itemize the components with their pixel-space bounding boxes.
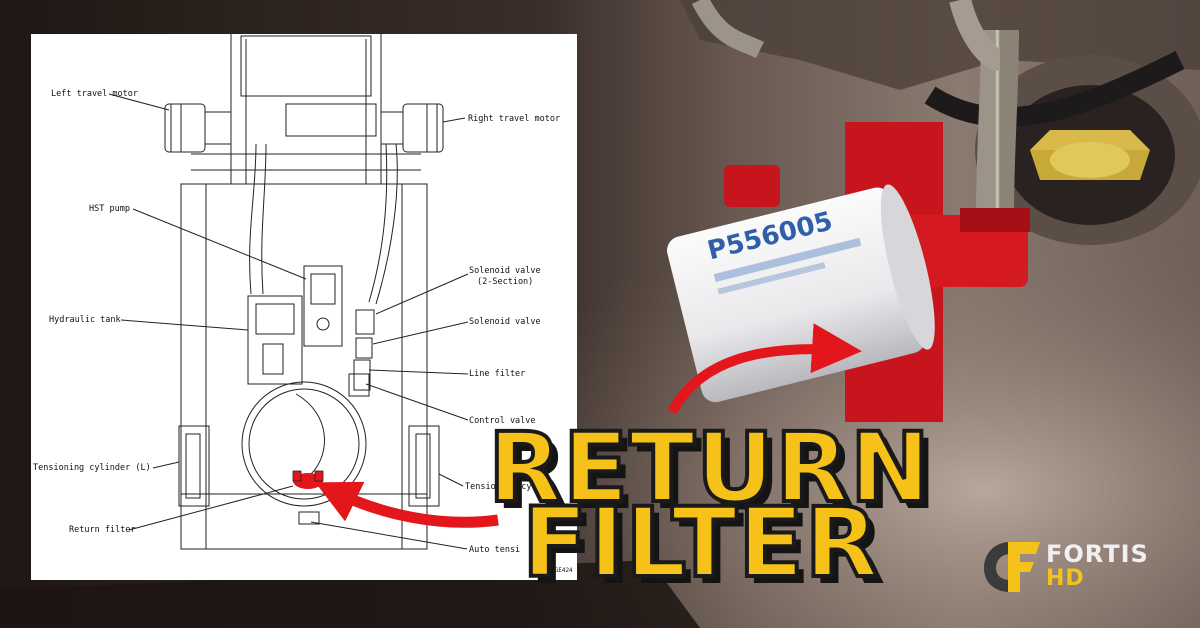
left-travel-motor	[164, 103, 232, 153]
line-filter	[353, 359, 371, 391]
label-control-valve: Control valve	[469, 416, 536, 426]
label-right-travel-motor: Right travel motor	[468, 114, 560, 124]
hst-pump	[303, 265, 343, 347]
auto-tensioner	[298, 511, 320, 525]
label-tensioning-cylinder-right: Tensioning cylind	[465, 482, 552, 492]
photo-callout-arrow	[667, 323, 862, 415]
fortis-hd-logo: FORTIS HD	[982, 538, 1172, 594]
label-tensioning-cylinder-left: Tensioning cylinder (L)	[33, 463, 151, 473]
brand-sub: HD	[1046, 566, 1085, 591]
figure-code: SGE424	[551, 567, 573, 574]
label-hydraulic-tank: Hydraulic tank	[49, 315, 121, 325]
diagram-drawing: Left travel motor Right travel motor HST…	[33, 34, 573, 574]
control-valve	[348, 373, 370, 397]
hydraulic-tank	[247, 295, 303, 385]
label-solenoid-valve: Solenoid valve	[469, 317, 541, 327]
fortis-logo-mark-icon	[984, 542, 1040, 592]
headline-return: RETURN	[486, 412, 932, 524]
tensioning-cylinder-left	[178, 425, 210, 507]
right-travel-motor	[380, 103, 444, 153]
label-solenoid-valve-2-section: Solenoid valve	[469, 266, 541, 276]
label-left-travel-motor: Left travel motor	[51, 89, 138, 99]
label-return-filter: Return filter	[69, 525, 136, 535]
solenoid-valve-2-section	[355, 309, 375, 335]
label-line-filter: Line filter	[469, 369, 525, 379]
solenoid-valve	[355, 337, 373, 359]
track-wheel	[975, 55, 1200, 245]
headline-filter: FILTER	[520, 487, 881, 599]
label-hst-pump: HST pump	[89, 204, 130, 214]
label-solenoid-valve-2-section-sub: (2-Section)	[477, 277, 533, 287]
brand-name: FORTIS	[1046, 540, 1149, 568]
label-auto-tensioner: Auto tensi	[469, 545, 520, 555]
return-filter-highlight	[292, 470, 324, 489]
